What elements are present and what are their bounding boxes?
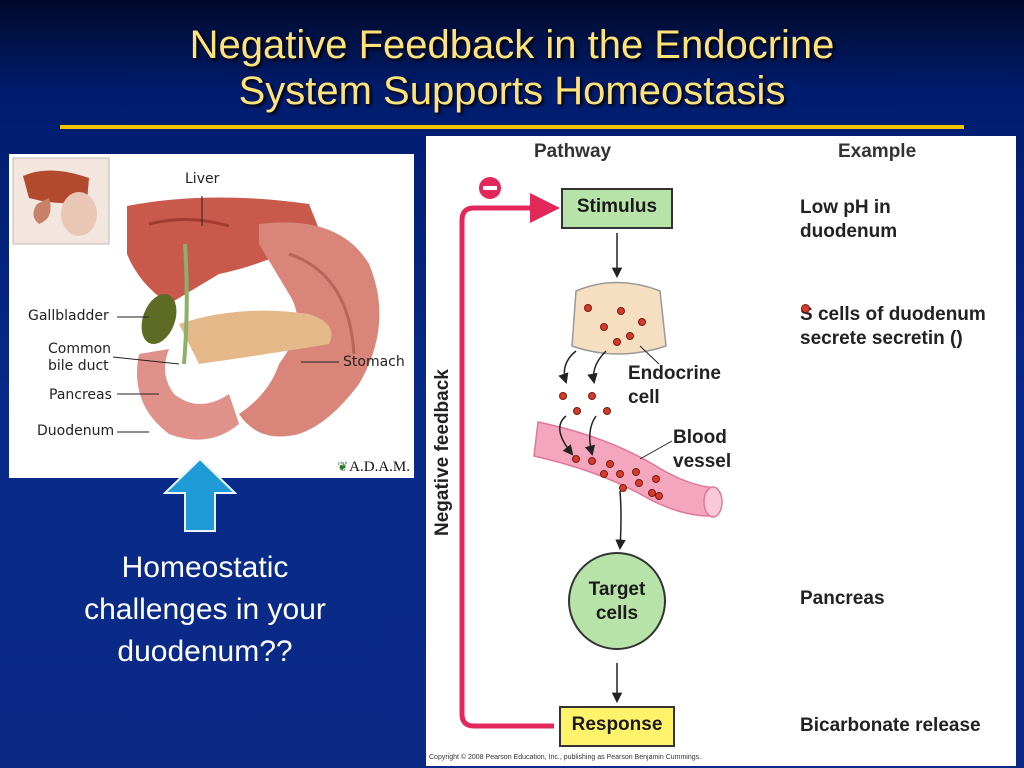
title-line-1: Negative Feedback in the Endocrine [189, 23, 835, 67]
duodenum-label: Duodenum [37, 423, 115, 439]
stomach-label: Stomach [343, 354, 405, 370]
negative-feedback-loop [459, 193, 560, 729]
example-stimulus: Low pH in duodenum [800, 197, 898, 242]
example-target: Pancreas [800, 588, 885, 609]
negative-feedback-label: Negative feedback [432, 369, 453, 536]
adam-logo: ❦A.D.A.M. [337, 459, 410, 475]
common-bile-duct-label-1: Common [48, 341, 112, 357]
slide-title: Negative Feedback in the Endocrine Syste… [0, 22, 1024, 114]
feedback-pathway-diagram: Pathway Example Negative feedback Stimul… [426, 136, 1016, 766]
caption-line-1: Homeostatic [121, 551, 289, 584]
example-header: Example [838, 141, 917, 162]
digestive-organs-drawing [12, 157, 380, 440]
stimulus-box [561, 188, 673, 229]
pathway-graphics [459, 177, 723, 747]
gallbladder-label: Gallbladder [28, 308, 109, 324]
title-underline [60, 125, 964, 129]
pancreas-label: Pancreas [49, 387, 112, 403]
target-cells-circle [568, 552, 666, 650]
secretin-dot-icon [801, 304, 810, 313]
up-arrow-icon [163, 457, 237, 532]
example-response: Bicarbonate release [800, 715, 981, 736]
blood-vessel-label: Blood vessel [673, 427, 732, 472]
homeostatic-caption: Homeostatic challenges in your duodenum?… [30, 547, 380, 673]
endocrine-cell-shape [571, 281, 667, 355]
pathway-header: Pathway [534, 141, 612, 162]
leaf-icon: ❦ [337, 459, 349, 474]
caption-line-3: duodenum?? [117, 635, 293, 668]
example-endocrine: S cells of duodenum secrete secretin () [800, 304, 986, 349]
target-cells-label: Target cells [588, 579, 646, 624]
endocrine-cell-label: Endocrine cell [628, 363, 721, 408]
stimulus-label: Stimulus [576, 196, 658, 217]
common-bile-duct-label-2: bile duct [48, 358, 109, 374]
caption-line-2: challenges in your [84, 593, 326, 626]
response-box [559, 706, 675, 747]
copyright-notice: Copyright © 2008 Pearson Education, Inc.… [429, 754, 702, 761]
title-line-2: System Supports Homeostasis [238, 69, 786, 113]
liver-label: Liver [185, 171, 220, 187]
anatomy-illustration: Liver Gallbladder Common bile duct Pancr… [9, 154, 414, 478]
response-label: Response [571, 714, 663, 735]
